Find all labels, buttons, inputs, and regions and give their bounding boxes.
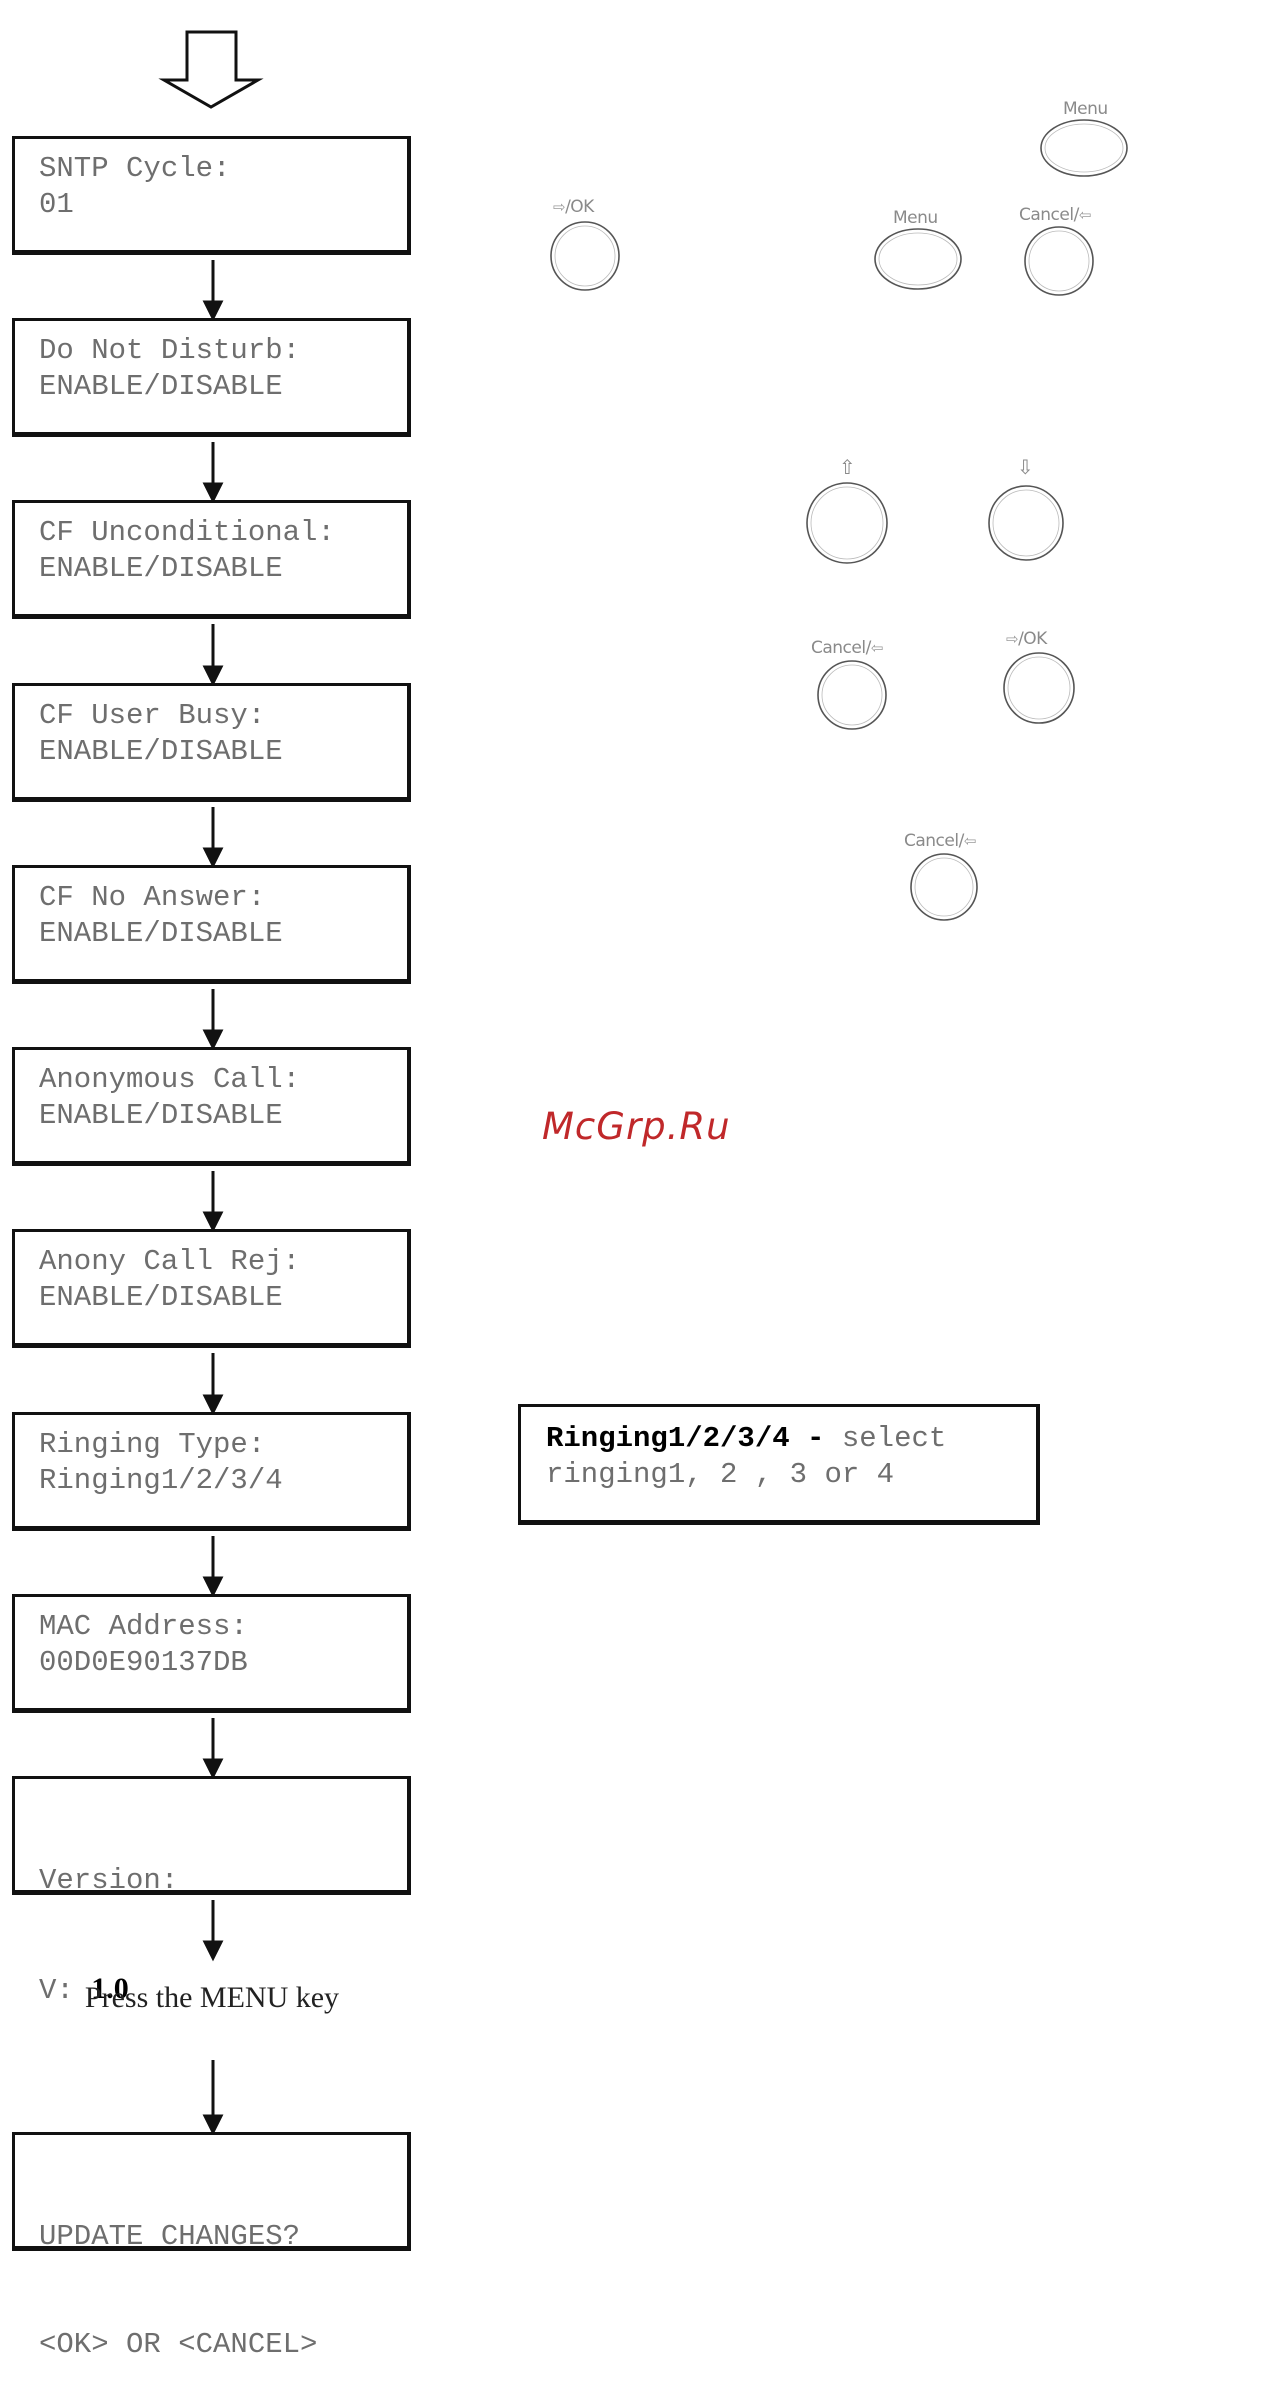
connector-arrowhead <box>202 1576 224 1598</box>
lcd-line1: Anony Call Rej: <box>39 1245 301 1278</box>
menu-key-mid <box>874 228 962 290</box>
lcd-screen: CF User Busy:ENABLE/DISABLE <box>12 683 411 802</box>
left-arrow-icon: ⇦ <box>1078 206 1092 224</box>
lcd-line1: Ringing Type: <box>39 1428 266 1461</box>
connector-arrowhead <box>202 1758 224 1780</box>
watermark: McGrp.Ru <box>542 1105 731 1148</box>
connector-arrowhead <box>202 2114 224 2136</box>
lcd-screen: CF No Answer:ENABLE/DISABLE <box>12 865 411 984</box>
start-arrow <box>158 30 264 109</box>
ok-text: /OK <box>565 197 594 217</box>
note-rest: select <box>824 1422 947 1455</box>
down-key <box>988 485 1064 561</box>
cancel-text: Cancel/ <box>811 638 871 658</box>
lcd-screen: Do Not Disturb:ENABLE/DISABLE <box>12 318 411 437</box>
connector-arrowhead <box>202 482 224 504</box>
up-key <box>806 482 888 564</box>
down-arrow-icon: ⇩ <box>1017 455 1034 479</box>
cancel-text: Cancel/ <box>1019 205 1079 225</box>
note-line2: ringing1, 2 , 3 or 4 <box>546 1458 895 1491</box>
lcd-screen: Anony Call Rej:ENABLE/DISABLE <box>12 1229 411 1348</box>
lcd-screen: Ringing Type:Ringing1/2/3/4 <box>12 1412 411 1531</box>
menu-label-top: Menu <box>1063 99 1108 119</box>
connector-arrowhead <box>202 665 224 687</box>
update-changes-screen: UPDATE CHANGES? <OK> OR <CANCEL> <box>12 2132 411 2361</box>
lcd-line2: 00D0E90137DB <box>39 1646 248 1679</box>
cancel-label-top: Cancel/⇦ <box>1019 205 1091 225</box>
press-menu-text: Press the MENU key <box>84 1981 340 2014</box>
lcd-line1: CF No Answer: <box>39 881 266 914</box>
connector-arrowhead <box>202 1394 224 1416</box>
ringing-note: Ringing1/2/3/4 - select ringing1, 2 , 3 … <box>518 1404 1040 1525</box>
version-line2: V: 1.0 <box>39 1971 407 2009</box>
lcd-line1: CF User Busy: <box>39 699 266 732</box>
lcd-line2: ENABLE/DISABLE <box>39 917 283 950</box>
menu-key-top <box>1040 119 1128 177</box>
lcd-line1: CF Unconditional: <box>39 516 335 549</box>
lcd-screen: MAC Address:00D0E90137DB <box>12 1594 411 1713</box>
update-line2: <OK> OR <CANCEL> <box>39 2328 318 2361</box>
right-arrow-icon: ⇨ <box>1006 630 1019 648</box>
lcd-line1: Do Not Disturb: <box>39 334 301 367</box>
up-arrow-icon: ⇧ <box>839 455 856 479</box>
ok-label-left: ⇨/OK <box>553 197 594 217</box>
version-prefix: V: <box>39 1974 74 2007</box>
ok-text: /OK <box>1018 629 1047 649</box>
lcd-line2: ENABLE/DISABLE <box>39 735 283 768</box>
menu-label-mid: Menu <box>893 208 938 228</box>
left-arrow-icon: ⇦ <box>870 639 884 657</box>
connector-arrowhead <box>202 1211 224 1233</box>
diagram-graphics <box>158 30 1128 2136</box>
ok-label-right: ⇨/OK <box>1006 629 1047 649</box>
cancel-label-mid: Cancel/⇦ <box>811 638 883 658</box>
lcd-line2: ENABLE/DISABLE <box>39 552 283 585</box>
note-bold: Ringing1/2/3/4 - <box>546 1422 825 1455</box>
lcd-line2: ENABLE/DISABLE <box>39 1099 283 1132</box>
right-arrow-icon: ⇨ <box>553 198 566 216</box>
lcd-line1: Anonymous Call: <box>39 1063 301 1096</box>
lcd-screen: SNTP Cycle:01 <box>12 136 411 255</box>
connector-arrowhead <box>202 300 224 322</box>
cancel-label-bottom: Cancel/⇦ <box>904 831 976 851</box>
ok-key-left <box>550 221 620 291</box>
lcd-screen: Anonymous Call:ENABLE/DISABLE <box>12 1047 411 1166</box>
lcd-screen: CF Unconditional:ENABLE/DISABLE <box>12 500 411 619</box>
lcd-line1: SNTP Cycle: <box>39 152 231 185</box>
ok-key-right <box>1003 652 1075 724</box>
lcd-line2: 01 <box>39 188 74 221</box>
version-value: 1.0 <box>91 1972 129 2005</box>
version-line1: Version: <box>39 1864 179 1897</box>
cancel-text: Cancel/ <box>904 831 964 851</box>
connector-arrowhead <box>202 1029 224 1051</box>
update-line1: UPDATE CHANGES? <box>39 2220 301 2253</box>
cancel-key-top <box>1024 226 1094 296</box>
cancel-key-bottom <box>910 853 978 921</box>
lcd-line1: MAC Address: <box>39 1610 248 1643</box>
lcd-line2: ENABLE/DISABLE <box>39 1281 283 1314</box>
lcd-line2: Ringing1/2/3/4 <box>39 1464 283 1497</box>
left-arrow-icon: ⇦ <box>963 832 977 850</box>
version-screen: Version: V: 1.0 <box>12 1776 411 2007</box>
connector-arrowhead <box>202 847 224 869</box>
cancel-key-mid <box>817 660 887 730</box>
connector-arrowhead <box>202 1940 224 1962</box>
lcd-line2: ENABLE/DISABLE <box>39 370 283 403</box>
